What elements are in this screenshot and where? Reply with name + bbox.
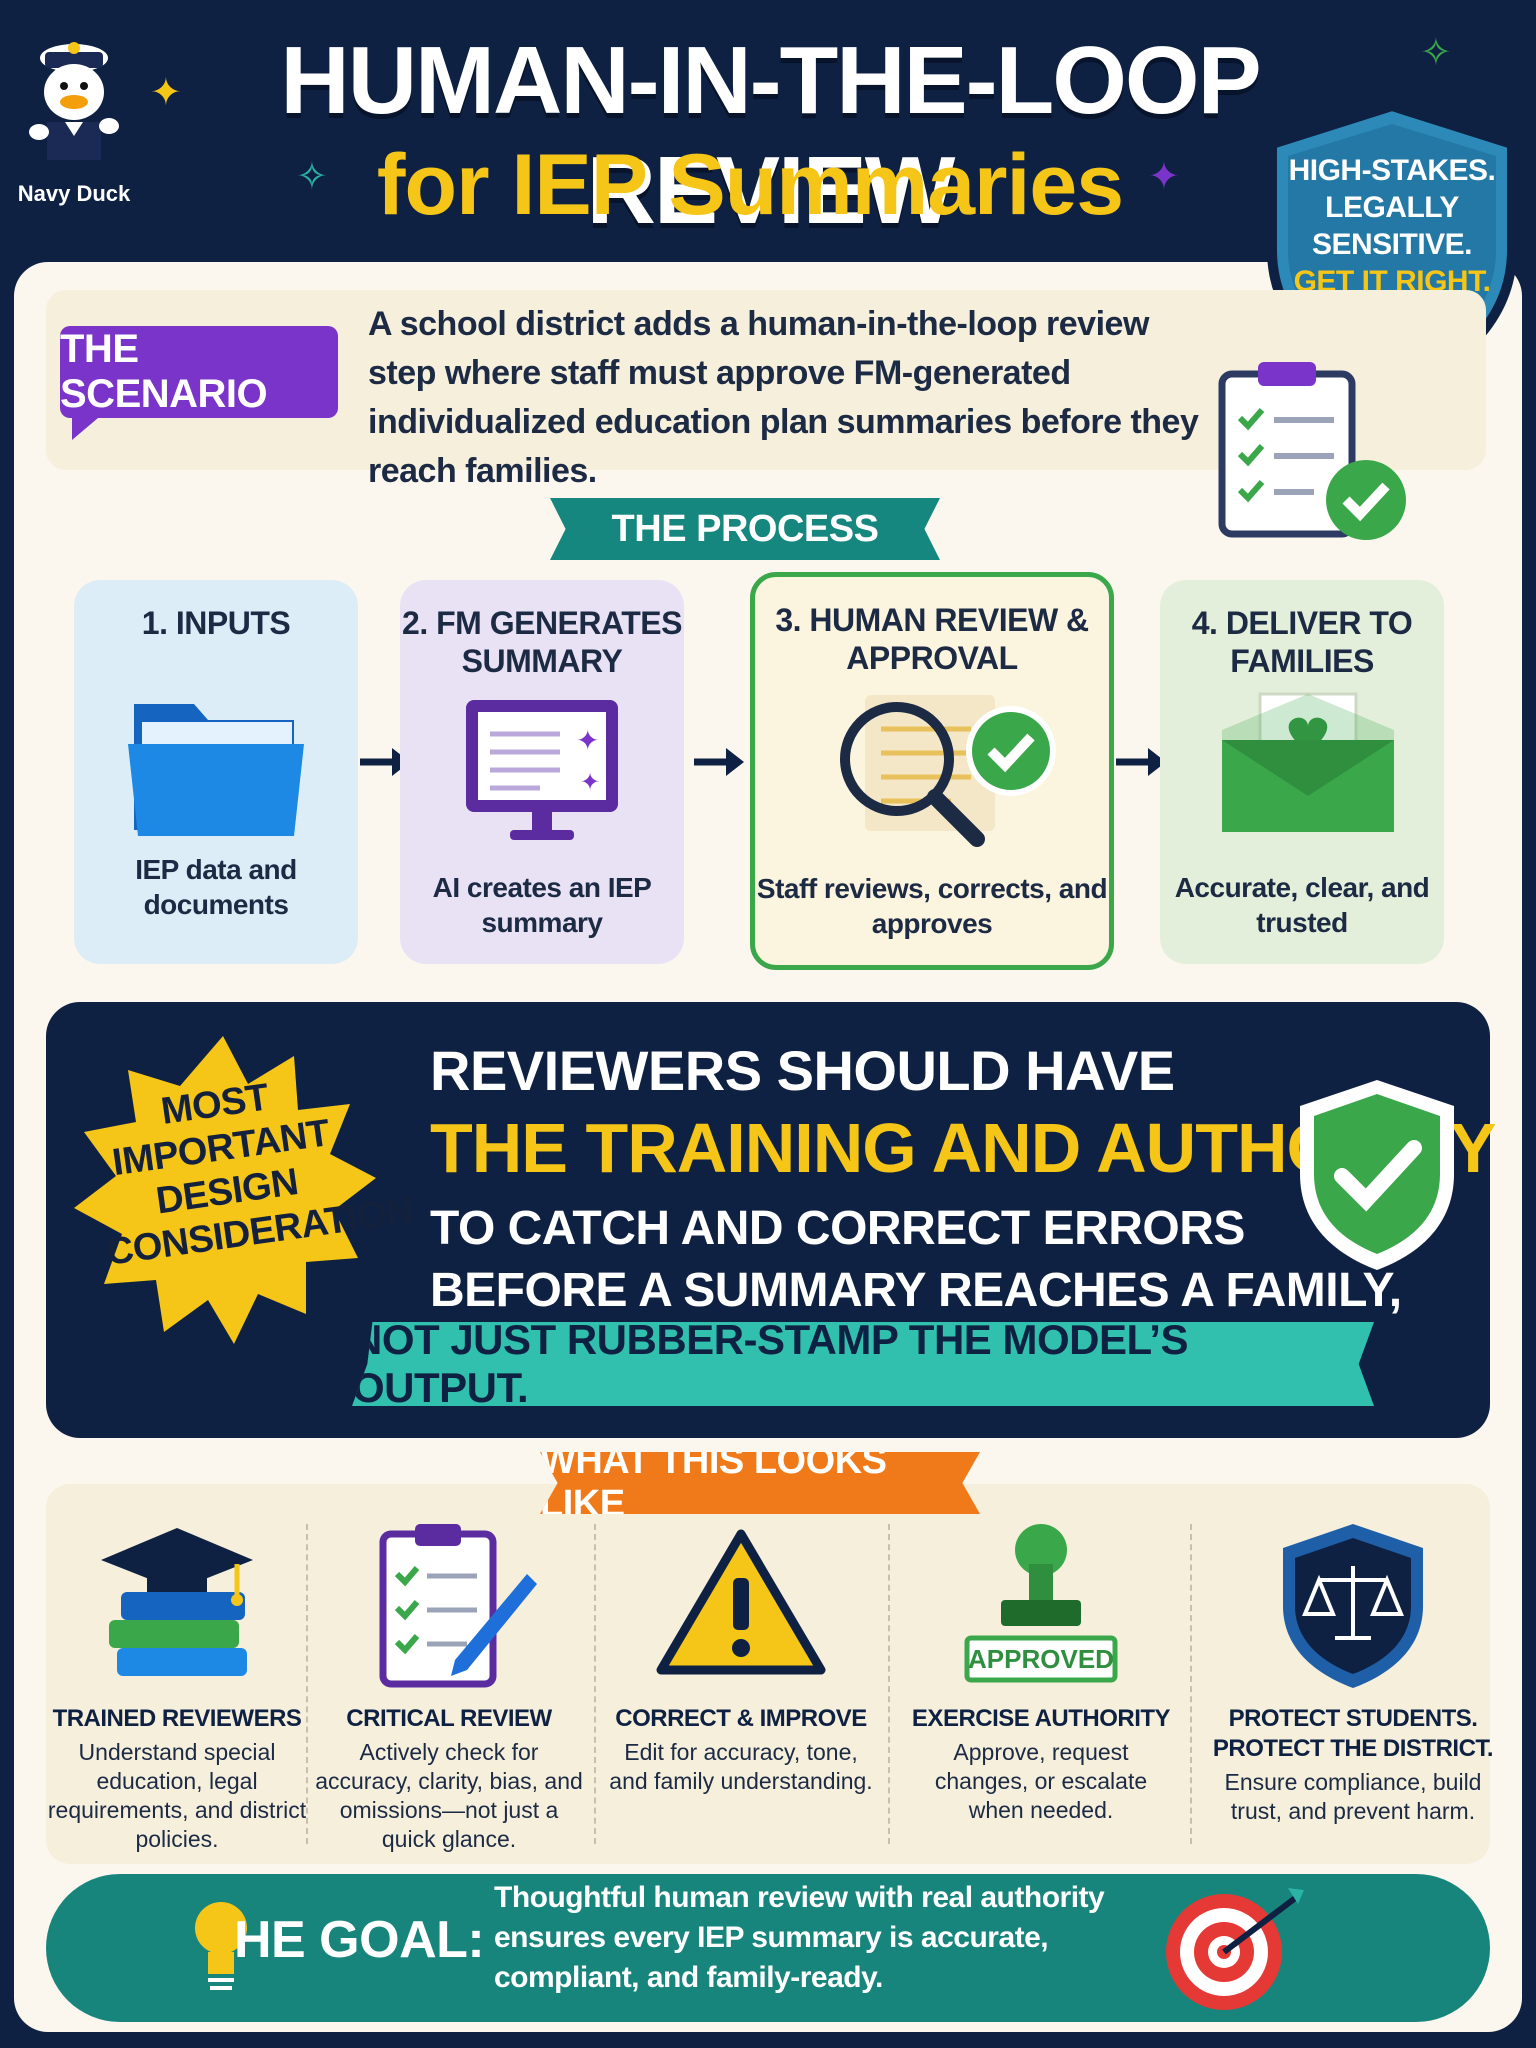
warning-icon (656, 1529, 826, 1675)
goal-label: HE GOAL: (234, 1911, 485, 1969)
scenario-text: A school district adds a human-in-the-lo… (368, 305, 1199, 490)
divider (306, 1524, 308, 1844)
step-title: 1. INPUTS (141, 605, 291, 641)
looks-item-trained: TRAINED REVIEWERS Understand special edu… (42, 1520, 312, 1854)
consideration-band: NOT JUST RUBBER-STAMP THE MODEL’S OUTPUT… (352, 1322, 1374, 1406)
process-step-review: 3. HUMAN REVIEW & APPROVAL Staff reviews… (750, 572, 1114, 970)
item-desc: Actively check for accuracy, clarity, bi… (315, 1739, 583, 1852)
divider (888, 1524, 890, 1844)
item-desc: Edit for accuracy, tone, and family unde… (609, 1739, 873, 1794)
scales-shield-icon (1283, 1524, 1423, 1688)
header: Navy Duck ✦ ✧ ✦ ✧ HUMAN-IN-THE-LOOP REVI… (0, 0, 1536, 260)
step-desc: Accurate, clear, and trusted (1174, 872, 1430, 938)
sparkle-icon: ✦ (1148, 156, 1180, 198)
badge-line: SENSITIVE. (1311, 228, 1473, 261)
stamp-icon: APPROVED (964, 1524, 1118, 1683)
clipboard-check-icon (1218, 362, 1406, 540)
step-title: 4. DELIVER TO FAMILIES (1191, 605, 1413, 679)
looks-like-ribbon: WHAT THIS LOOKS LIKE (540, 1452, 980, 1514)
svg-text:✦: ✦ (580, 768, 600, 796)
item-desc: Understand special education, legal requ… (47, 1739, 307, 1852)
step-title: 3. HUMAN REVIEW & APPROVAL (775, 602, 1089, 676)
clipboard-pen-icon (379, 1524, 537, 1688)
step-title: 2. FM GENERATES SUMMARY (402, 605, 682, 679)
item-title: CORRECT & IMPROVE (615, 1705, 867, 1732)
badge-line: HIGH-STAKES. (1288, 154, 1496, 187)
mascot: Navy Duck (14, 22, 134, 207)
consideration-line4: BEFORE A SUMMARY REACHES A FAMILY, (430, 1264, 1402, 1317)
folder-icon (128, 704, 304, 836)
badge-line: LEGALLY (1325, 191, 1459, 224)
consideration-body: TO CATCH AND CORRECT ERRORS BEFORE A SUM… (430, 1198, 1402, 1322)
lightbulb-icon (195, 1902, 247, 1990)
item-title: EXERCISE AUTHORITY (911, 1705, 1171, 1732)
graduation-cap-icon (101, 1528, 253, 1676)
page-subtitle: for IEP Summaries (376, 137, 1124, 233)
process-ribbon: THE PROCESS (550, 498, 940, 560)
mascot-label: Navy Duck (17, 181, 131, 206)
process-step-inputs: 1. INPUTS IEP data and documents (74, 580, 358, 964)
monitor-icon: ✦ ✦ (466, 700, 618, 840)
sparkle-icon: ✧ (1420, 32, 1452, 74)
target-icon (1166, 1888, 1304, 2010)
consideration-line3: TO CATCH AND CORRECT ERRORS (430, 1202, 1245, 1255)
looks-item-correct: CORRECT & IMPROVE Edit for accuracy, ton… (606, 1520, 876, 1796)
item-title: TRAINED REVIEWERS (52, 1705, 302, 1732)
looks-item-authority: APPROVED EXERCISE AUTHORITY Approve, req… (906, 1520, 1176, 1825)
stamp-label: APPROVED (968, 1644, 1114, 1674)
scenario-tag: THE SCENARIO (60, 326, 338, 440)
arrow-right-icon (694, 748, 744, 776)
item-desc: Approve, request changes, or escalate wh… (934, 1739, 1148, 1823)
looks-item-critical: CRITICAL REVIEW Actively check for accur… (314, 1520, 584, 1854)
svg-text:✦: ✦ (576, 724, 599, 757)
burst-label: MOST IMPORTANT DESIGN CONSIDERATION (103, 1076, 416, 1274)
process-step-deliver: 4. DELIVER TO FAMILIES Accurate, clear, … (1160, 580, 1444, 964)
item-title: PROTECT STUDENTS. PROTECT THE DISTRICT. (1212, 1705, 1494, 1762)
step-desc: Staff reviews, corrects, and approves (756, 873, 1108, 939)
step-desc: AI creates an IEP summary (432, 872, 652, 938)
divider (1190, 1524, 1192, 1844)
goal-text: Thoughtful human review with real author… (494, 1881, 1105, 1994)
starburst-badge-icon (74, 1036, 376, 1344)
item-title: CRITICAL REVIEW (346, 1705, 552, 1732)
envelope-heart-icon (1222, 692, 1394, 832)
sparkle-icon: ✧ (296, 156, 328, 198)
magnifier-check-icon (840, 695, 1056, 847)
item-desc: Ensure compliance, build trust, and prev… (1224, 1769, 1482, 1824)
consideration-line1: REVIEWERS SHOULD HAVE (430, 1039, 1175, 1102)
duck-mascot-icon (29, 42, 119, 160)
divider (594, 1524, 596, 1844)
arrow-right-icon (1116, 748, 1166, 776)
process-step-generate: 2. FM GENERATES SUMMARY ✦ ✦ AI creates a… (400, 580, 684, 964)
sparkle-icon: ✦ (150, 72, 182, 114)
looks-item-protect: PROTECT STUDENTS. PROTECT THE DISTRICT. … (1208, 1520, 1498, 1826)
step-desc: IEP data and documents (135, 854, 297, 920)
badge-text: HIGH-STAKES. LEGALLY SENSITIVE. GET IT R… (1262, 152, 1522, 300)
shield-check-icon (1300, 1080, 1454, 1270)
page-title: HUMAN-IN-THE-LOOP REVIEW (280, 27, 1261, 244)
